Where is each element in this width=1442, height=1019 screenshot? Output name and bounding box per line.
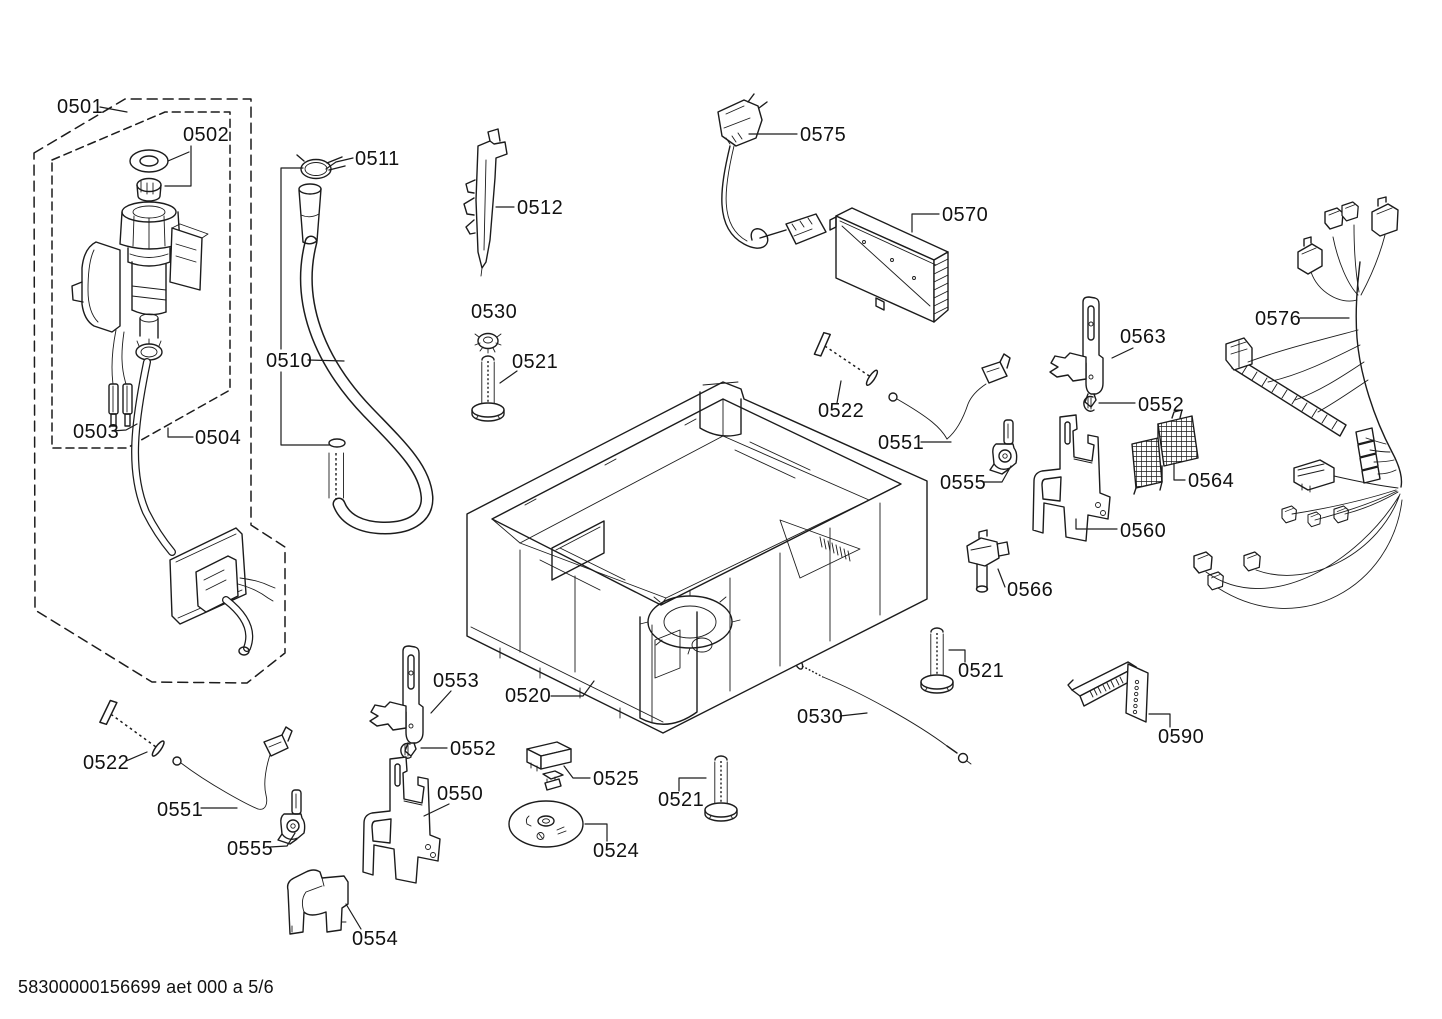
callout-0552-right: 0552 [1138, 394, 1184, 416]
part-0554-bracket [286, 869, 349, 935]
part-0560-bracket [1032, 414, 1111, 542]
part-0570-control-module [829, 207, 949, 323]
callout-0564: 0564 [1188, 470, 1234, 492]
callout-0550: 0550 [437, 783, 483, 805]
part-lower-valve-assembly [131, 358, 276, 656]
callout-labels: 0501 0502 0503 0504 0511 0510 0512 0530 … [57, 96, 1301, 950]
callout-0521-bottom: 0521 [658, 789, 704, 811]
callout-0530-bottom: 0530 [797, 706, 843, 728]
part-0551-cable-left [172, 726, 293, 810]
callout-0525: 0525 [593, 768, 639, 790]
callout-0521-top: 0521 [512, 351, 558, 373]
callout-0554: 0554 [352, 928, 398, 950]
callout-0575: 0575 [800, 124, 846, 146]
callout-0563: 0563 [1120, 326, 1166, 348]
part-0555-pulley-right [989, 419, 1018, 475]
part-0576-wiring-harness [1193, 196, 1403, 609]
callout-0524: 0524 [593, 840, 639, 862]
part-0555-pulley-left [277, 789, 306, 845]
part-0524-disc [508, 800, 584, 848]
part-0521-screw-bottom [704, 755, 738, 822]
callout-0570: 0570 [942, 204, 988, 226]
part-0521-screw-mid [920, 627, 954, 694]
part-aquastop-valve-assembly [71, 149, 209, 427]
part-0551-cable-right [888, 353, 1011, 440]
callout-0510: 0510 [266, 350, 312, 372]
callout-0576: 0576 [1255, 308, 1301, 330]
part-0566-valve [966, 529, 1010, 593]
part-0521-screw-top [471, 355, 505, 422]
callout-0512: 0512 [517, 197, 563, 219]
callout-0502: 0502 [183, 124, 229, 146]
part-0520-base-pan [466, 381, 928, 734]
callout-0521-mid: 0521 [958, 660, 1004, 682]
part-0553-bracket [369, 645, 424, 757]
callout-0511: 0511 [355, 148, 400, 170]
part-0503-terminals [108, 329, 133, 427]
callout-0551-right: 0551 [878, 432, 924, 454]
callout-0555-right: 0555 [940, 472, 986, 494]
part-0564-mesh-shield [1131, 409, 1199, 495]
leader-lines [99, 106, 1350, 930]
callout-0553: 0553 [433, 670, 479, 692]
callout-0503: 0503 [73, 421, 119, 443]
document-number-footer: 58300000156699 aet 000 a 5/6 [18, 977, 274, 997]
callout-0560: 0560 [1120, 520, 1166, 542]
callout-0566: 0566 [1007, 579, 1053, 601]
part-0511-clamp [296, 154, 346, 180]
callout-0520: 0520 [505, 685, 551, 707]
part-0530-cable [794, 658, 972, 765]
part-0530-lock-washer [474, 332, 502, 354]
callout-0552-left: 0552 [450, 738, 496, 760]
part-0510-hose [296, 154, 434, 535]
callout-0590: 0590 [1158, 726, 1204, 748]
callout-0551-left: 0551 [157, 799, 203, 821]
assembly-0501-dashed-box [33, 98, 286, 684]
callout-0530-top: 0530 [471, 301, 517, 323]
part-0512-mounting-strip [463, 128, 508, 277]
part-0525-switch [526, 741, 572, 791]
part-0575-power-cord [717, 93, 827, 249]
callout-0501: 0501 [57, 96, 103, 118]
callout-0522-right: 0522 [818, 400, 864, 422]
part-0563-bracket [1049, 296, 1104, 408]
callout-0522-left: 0522 [83, 752, 129, 774]
callout-0555-left: 0555 [227, 838, 273, 860]
callout-0504: 0504 [195, 427, 241, 449]
part-0590-terminal-rail [1067, 661, 1149, 723]
part-0550-bracket [362, 756, 441, 884]
part-0522-spring-right [810, 330, 882, 391]
